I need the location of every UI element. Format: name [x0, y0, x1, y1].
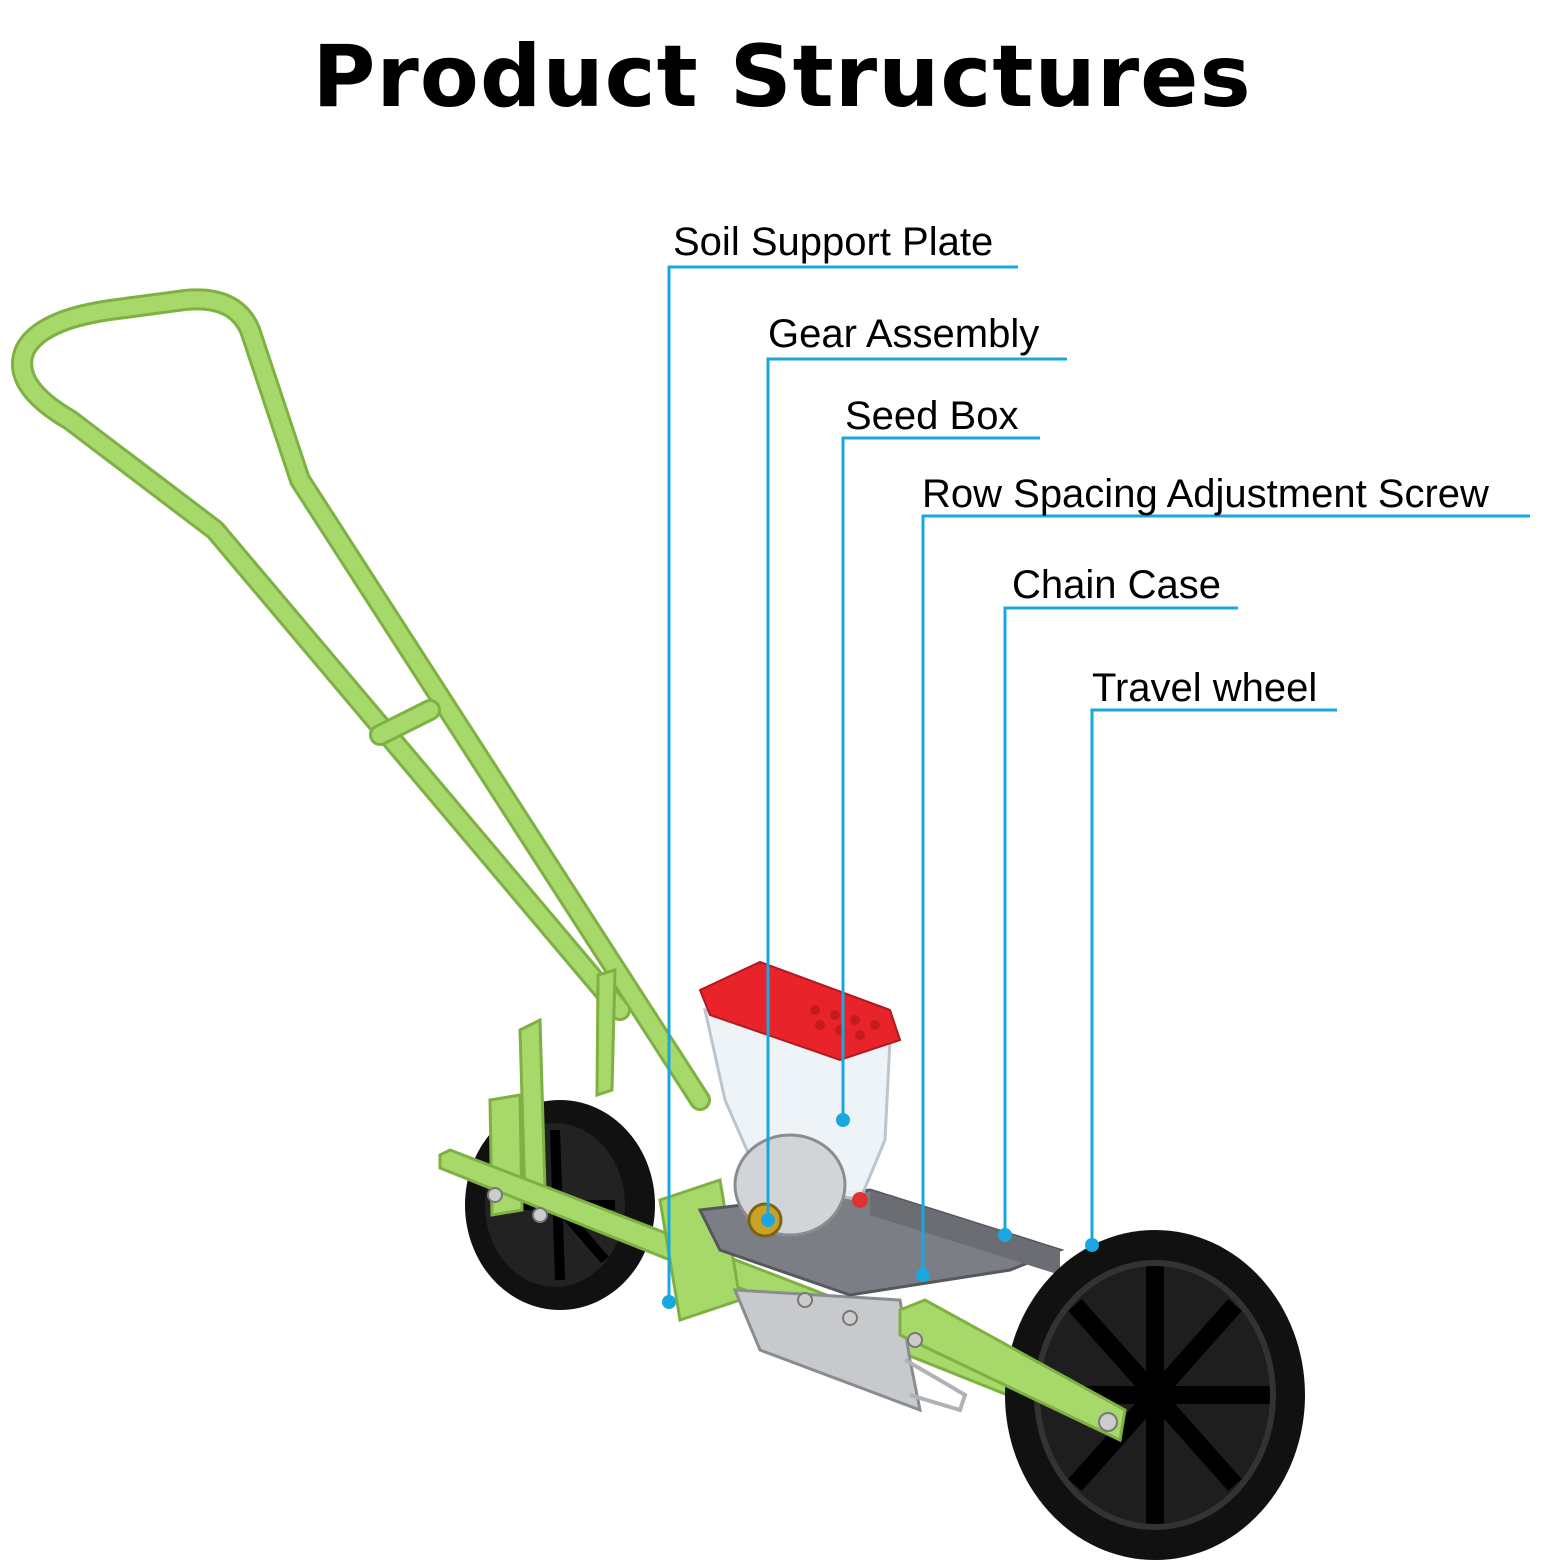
- page-title: Product Structures: [312, 27, 1252, 127]
- callout-dot-soil-support-plate: [662, 1295, 676, 1309]
- front-frame: [487, 1187, 1127, 1443]
- label-soil-support-plate: Soil Support Plate: [673, 220, 994, 264]
- label-chain-case: Chain Case: [1012, 563, 1222, 607]
- callout-dot-seed-box: [836, 1113, 850, 1127]
- callout-dot-row-spacing: [916, 1268, 930, 1282]
- callout-dots: [662, 1113, 1099, 1309]
- label-gear-assembly: Gear Assembly: [768, 312, 1040, 356]
- callout-lines: [667, 265, 1530, 1302]
- callout-line-travel-wheel: [1090, 708, 1337, 1245]
- handle: [11, 288, 711, 1111]
- callout-line-gear-assembly: [766, 357, 1067, 1220]
- callout-line-soil-support-plate: [667, 265, 1018, 1302]
- label-seed-box: Seed Box: [845, 394, 1019, 438]
- label-row-spacing-adjustment-screw: Row Spacing Adjustment Screw: [922, 472, 1489, 516]
- soil-support-plate-shape: [732, 1288, 968, 1413]
- callout-dot-gear-assembly: [761, 1213, 775, 1227]
- callout-line-row-spacing: [921, 514, 1530, 1275]
- label-travel-wheel: Travel wheel: [1092, 666, 1318, 710]
- callout-line-chain-case: [1003, 606, 1238, 1235]
- travel-wheel-shape: [1005, 1230, 1305, 1560]
- callout-dot-travel-wheel: [1085, 1238, 1099, 1252]
- callout-line-seed-box: [841, 436, 1040, 1120]
- callout-dot-chain-case: [998, 1228, 1012, 1242]
